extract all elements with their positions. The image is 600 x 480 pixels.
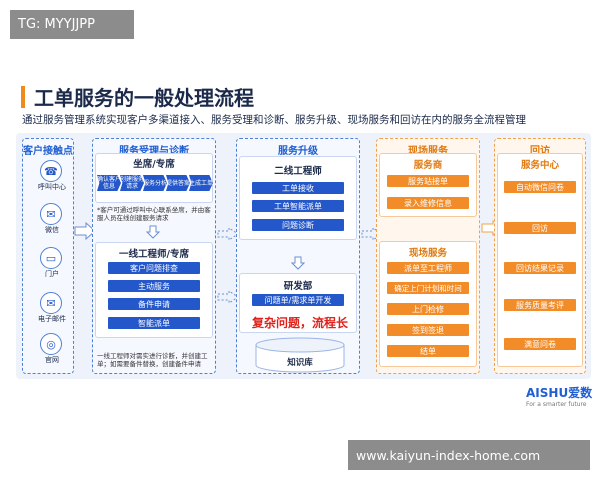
arrow-right-icon [74,222,96,240]
wechat-icon: ✉ [40,203,62,225]
arrow-down-icon [291,256,305,270]
line2-item: 问题诊断 [252,219,344,231]
column-revisit-title: 回访 [530,146,550,157]
column-customer-title: 客户接触点 [23,146,73,157]
line2-item: 工单接收 [252,182,344,194]
provider-title: 服务商 [413,160,443,171]
seat-note: *客户可通过呼叫中心联系坐席，并由客服人员在线创建服务请求 [97,206,211,222]
page-subtitle: 通过服务管理系统实现客户多渠道接入、服务受理和诊断、服务升级、现场服务和回访在内… [22,114,526,126]
line1-item: 主动服务 [108,280,200,292]
revisit-item: 满意问卷 [504,338,576,350]
channel-wechat: ✉ 微信 [32,203,72,235]
brand-logo-text: AISHU爱数 [526,386,593,400]
column-upgrade-title: 服务升级 [278,146,318,157]
field-title: 现场服务 [408,248,447,259]
arrow-down-icon [146,225,160,239]
field-item: 结单 [387,345,469,357]
revisit-item: 自动微信问卷 [504,181,576,193]
globe-icon: ◎ [40,333,62,355]
line1-item: 客户问题排查 [108,262,200,274]
line1-item: 智能派单 [108,317,200,329]
brand-tagline: For a smarter future [526,401,587,408]
monitor-icon: ▭ [40,247,62,269]
provider-item: 服务站接单 [387,175,469,187]
seat-title: 坐席/专席 [133,159,175,170]
line2-title: 二线工程师 [274,166,322,177]
channel-website: ◎ 官网 [32,333,72,365]
channel-email: ✉ 电子邮件 [32,292,72,324]
service-center-title: 服务中心 [520,160,559,171]
provider-item: 录入维修信息 [387,197,469,209]
seat-step: 创建服务请求 [120,175,145,191]
field-item: 上门检修 [387,303,469,315]
brand-logo: AISHU爱数 For a smarter future [526,384,592,408]
rd-highlight: 复杂问题，流程长 [252,316,349,330]
seat-step: 生成工单 [189,175,213,191]
field-item: 签到签退 [387,324,469,336]
rd-title: 研发部 [283,281,313,292]
database-icon [255,337,345,373]
line2-item: 工单智能派单 [252,200,344,212]
rd-item: 问题单/需求单开发 [252,294,344,306]
line1-note: 一线工程师对需实进行诊断，并创建工单；如需要备件替换，创建备件申请 [97,352,208,368]
channel-label: 呼叫中心 [38,183,66,191]
seat-step: 确认客户信息 [97,175,122,191]
column-onsite-title: 现场服务 [408,146,448,157]
watermark-bottom: www.kaiyun-index-home.com [348,440,590,470]
channel-label: 电子邮件 [38,315,66,323]
channel-portal: ▭ 门户 [32,247,72,279]
title-accent-bar [21,86,25,108]
revisit-item: 回访 [504,222,576,234]
channel-call-center: ☎ 呼叫中心 [32,160,72,192]
seat-step: 服务分析 [143,175,167,191]
revisit-item: 回访结果记录 [504,262,576,274]
channel-label: 门户 [45,270,59,278]
page-title: 工单服务的一般处理流程 [34,86,254,110]
watermark-top: TG: MYYJJPP [10,10,134,39]
channel-label: 微信 [45,226,59,234]
field-item: 确定上门计划和时间 [387,282,469,294]
line1-title: 一线工程师/专席 [119,249,189,260]
email-icon: ✉ [40,292,62,314]
line1-item: 备件申请 [108,298,200,310]
field-item: 派单至工程师 [387,262,469,274]
column-acceptance-title: 服务受理与诊断 [119,146,189,157]
knowledge-base-label: 知识库 [287,358,313,368]
seat-step: 提供答案 [166,175,190,191]
phone-icon: ☎ [40,160,62,182]
channel-label: 官网 [45,356,59,364]
revisit-item: 服务质量考评 [504,299,576,311]
